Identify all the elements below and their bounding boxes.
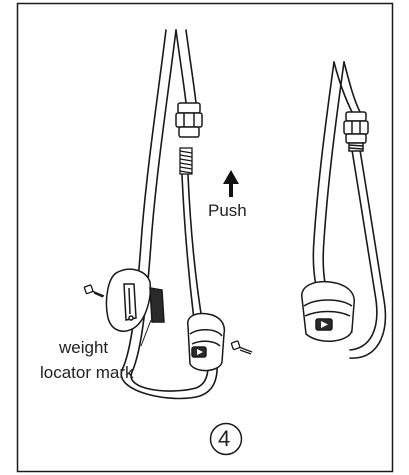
arrow-up-icon (223, 170, 239, 197)
threaded-coupling (179, 147, 193, 175)
weight-left-installed (187, 312, 226, 372)
weight-label-line1: weight (59, 338, 109, 357)
step-number: 4 (218, 426, 231, 451)
hex-fitting-right (343, 111, 369, 152)
weight-label-line2: locator mark (40, 363, 134, 382)
hex-fitting-left (175, 102, 203, 138)
locator-leader-line (140, 319, 152, 347)
screw-icon (230, 340, 253, 355)
left-hose (120, 29, 218, 400)
weight-half (105, 268, 165, 332)
weight-right-installed (301, 280, 355, 342)
screw-icon (83, 284, 105, 298)
push-label: Push (208, 201, 247, 220)
frame-border (16, 2, 394, 473)
step-number-circle (209, 422, 243, 456)
